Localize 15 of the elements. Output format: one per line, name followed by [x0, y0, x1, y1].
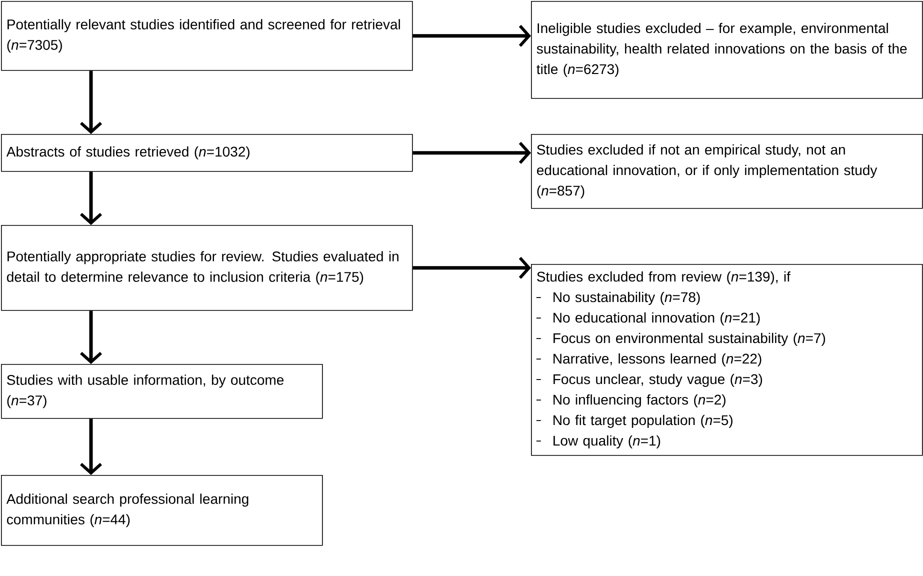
process-box: Studies with usable information, by outcome (n=37) — [1, 364, 323, 419]
process-box: Studies excluded if not an empirical study, not an educational innovation, or if only implementation study (n=857) — [531, 134, 923, 209]
arrow — [80, 310, 102, 364]
arrow — [412, 256, 531, 279]
arrow — [80, 70, 102, 134]
arrow — [80, 418, 102, 475]
arrow — [80, 172, 102, 225]
process-box: Additional search professional learning communities (n=44) — [1, 475, 323, 546]
process-box: Potentially appropriate studies for review. Studies evaluated in detail to determine relevance to inclusion criteria (n=175) — [1, 225, 413, 311]
arrow — [412, 142, 531, 164]
process-box: Abstracts of studies retrieved (n=1032) — [1, 134, 413, 172]
process-box: Studies excluded from review (n=139), if No sustainability (n=78) No educational innovation (n=21) Focus on environmental sustainability (n=7) Narrative, lessons learned (n=22) Focus unclear, study vague (n=3) No influencing factors (n=2) No fit target population (n=5) Low quality (n=1) — [531, 264, 923, 456]
process-box: Potentially relevant studies identified and screened for retrieval (n=7305) — [1, 1, 413, 71]
process-box: Ineligible studies excluded – for example, environmental sustainability, health related innovations on the basis of the title (n=6273) — [531, 1, 923, 99]
arrow — [412, 24, 531, 47]
